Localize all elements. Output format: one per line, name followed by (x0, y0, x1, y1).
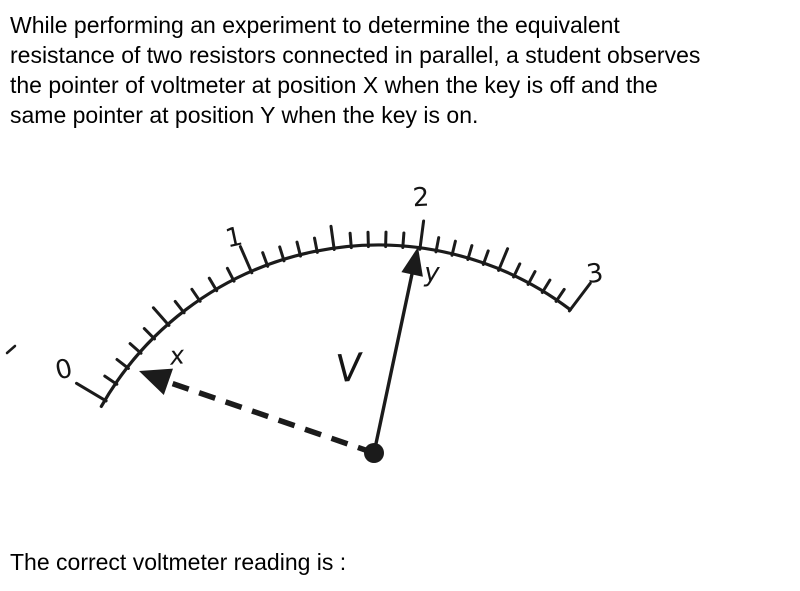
scale-label-3: 3 (585, 258, 606, 290)
scale-tick-marks (75, 219, 592, 403)
question-line-3: the pointer of voltmeter at position X w… (10, 72, 658, 98)
pointer-y-line (372, 273, 414, 454)
pointer-pivot-dot (364, 443, 384, 463)
scale-label-2: 2 (412, 183, 430, 214)
pointer-x-arrowhead-icon (139, 368, 173, 395)
question-line-1: While performing an experiment to determ… (10, 12, 620, 38)
question-text: While performing an experiment to determ… (10, 10, 788, 130)
question-line-4: same pointer at position Y when the key … (10, 102, 479, 128)
scale-label-1: 1 (223, 222, 245, 255)
pointer-x-label: x (167, 340, 186, 371)
stray-pen-mark (5, 344, 17, 355)
pointer-y-arrowhead-icon (401, 247, 423, 277)
scale-label-0: 0 (52, 353, 75, 386)
voltmeter-gauge-drawing: 0 1 2 3 x y V (5, 183, 606, 463)
prompt-text: The correct voltmeter reading is : (10, 549, 347, 575)
pointer-x-dashed-line (167, 379, 375, 456)
scale-arc (99, 243, 572, 408)
question-line-2: resistance of two resistors connected in… (10, 42, 701, 68)
voltmeter-figure: 0 1 2 3 x y V (0, 150, 700, 530)
pointer-y-label: y (423, 258, 440, 288)
meter-label: V (334, 345, 367, 391)
